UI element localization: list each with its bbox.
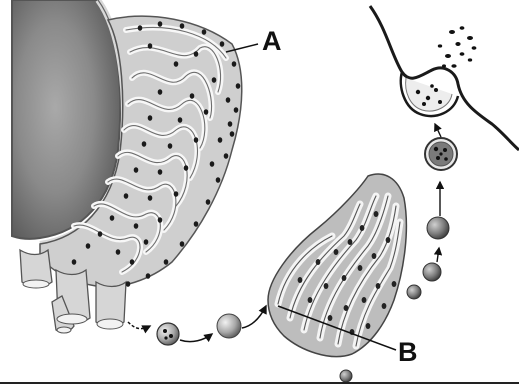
- ribosome-dot: [130, 259, 135, 265]
- secreted-molecules: [438, 26, 477, 68]
- ribosome-dot: [180, 241, 185, 247]
- ribosome-dot: [194, 51, 199, 57]
- ribosome-dot: [184, 165, 189, 171]
- secretory-vesicle: [427, 217, 449, 239]
- ribosome-dot: [148, 115, 153, 121]
- ribosome-dot: [134, 167, 139, 173]
- golgi-bud-vesicle: [423, 263, 441, 281]
- ribosome-dot: [228, 121, 233, 127]
- ribosome-dot: [210, 161, 215, 167]
- golgi-apparatus: [268, 174, 406, 382]
- ribosome-dot: [138, 25, 143, 31]
- transport-vesicle: [157, 323, 179, 345]
- label-a: A: [262, 28, 282, 55]
- secretory-vesicle-with-cargo: [425, 138, 457, 170]
- ribosome-dot: [230, 131, 235, 137]
- ribosome-dot: [194, 137, 199, 143]
- ribosome-dot: [124, 193, 129, 199]
- ribosome-dot: [164, 259, 169, 265]
- ribosome-dot: [226, 97, 231, 103]
- ribosome-dot: [142, 141, 147, 147]
- ribosome-dot: [158, 217, 163, 223]
- golgi-bud-vesicle: [407, 285, 421, 299]
- ribosome-dot: [220, 41, 225, 47]
- ribosome-dot: [202, 29, 207, 35]
- ribosome-dot: [98, 231, 103, 237]
- ribosome-dot: [148, 195, 153, 201]
- label-b: B: [398, 339, 418, 366]
- secretory-vesicles: [407, 124, 457, 299]
- ribosome-dot: [190, 93, 195, 99]
- ribosome-dot: [72, 259, 77, 265]
- ribosome-dot: [168, 143, 173, 149]
- ribosome-dot: [158, 21, 163, 27]
- ribosome-dot: [148, 43, 153, 49]
- ribosome-dot: [206, 199, 211, 205]
- ribosome-dot: [174, 191, 179, 197]
- ribosome-dot: [234, 107, 239, 113]
- ribosome-dot: [178, 117, 183, 123]
- ribosome-dot: [180, 23, 185, 29]
- ribosome-dot: [232, 61, 237, 67]
- ribosome-dot: [126, 281, 131, 287]
- ribosome-dot: [158, 169, 163, 175]
- ribosome-dot: [86, 243, 91, 249]
- transport-vesicle: [217, 314, 241, 338]
- ribosome-dot: [204, 109, 209, 115]
- ribosome-dot: [174, 61, 179, 67]
- ribosome-dot: [218, 137, 223, 143]
- ribosome-dot: [224, 153, 229, 159]
- ribosome-dot: [144, 239, 149, 245]
- ribosome-dot: [116, 249, 121, 255]
- ribosome-dot: [134, 223, 139, 229]
- ribosome-dot: [110, 215, 115, 221]
- ribosome-dot: [216, 177, 221, 183]
- ribosome-dot: [158, 89, 163, 95]
- ribosome-dot: [236, 83, 241, 89]
- ribosome-dot: [194, 221, 199, 227]
- ribosome-dot: [212, 77, 217, 83]
- plasma-membrane: [370, 6, 519, 150]
- ribosome-dot: [146, 273, 151, 279]
- transport-vesicles-er-to-golgi: [128, 306, 266, 345]
